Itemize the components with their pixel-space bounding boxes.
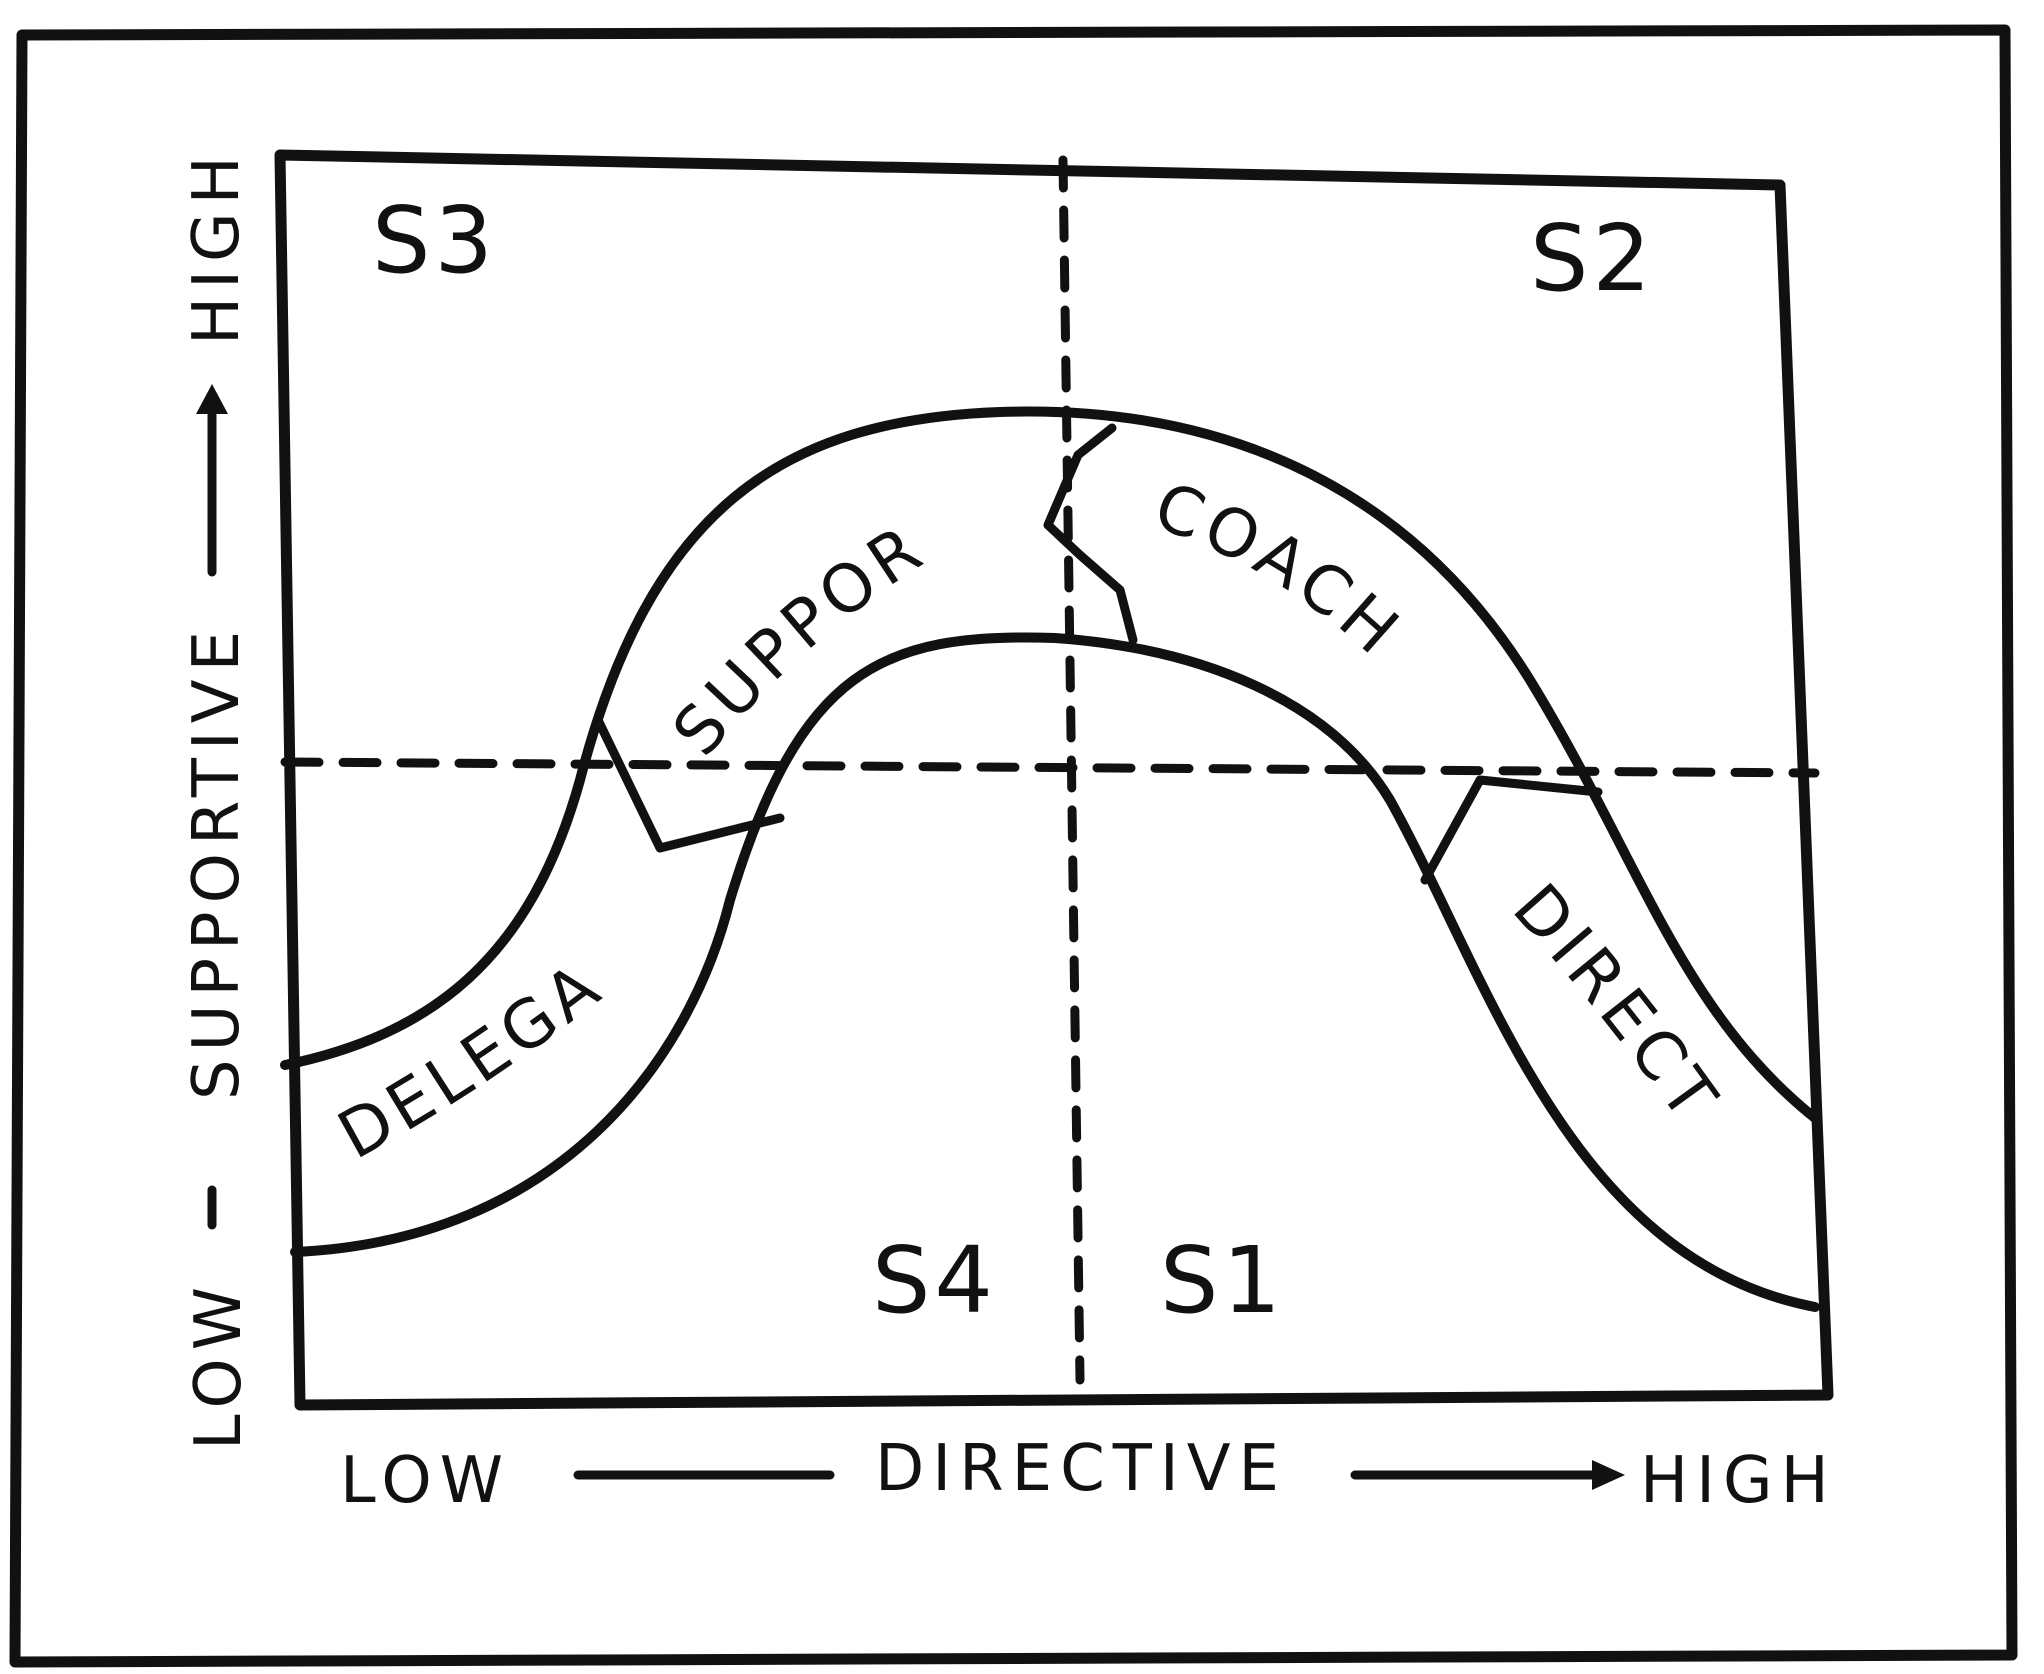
band-outer-edge xyxy=(280,406,1820,1123)
y-axis-high-label: HIGH xyxy=(180,148,254,345)
style-label-delegate: DELEGATE xyxy=(0,0,614,1174)
style-label-support: SUPPORT xyxy=(0,0,935,770)
x-axis-high-label: HIGH xyxy=(1640,1444,1837,1518)
quadrant-label-s3: S3 xyxy=(372,187,497,294)
x-axis-title: DIRECTIVE xyxy=(875,1432,1287,1506)
y-axis-low-label: LOW xyxy=(182,1279,256,1450)
x-axis-low-label: LOW xyxy=(340,1444,511,1518)
quadrant-label-s2: S2 xyxy=(1530,205,1655,312)
divider-coach-direct xyxy=(1420,775,1603,885)
band-inner-edge xyxy=(290,632,1820,1312)
plot-frame xyxy=(274,149,1834,1411)
x-axis-arrow xyxy=(573,1460,1625,1490)
divider-support-coach xyxy=(1043,423,1138,645)
quadrant-label-s1: S1 xyxy=(1160,1227,1285,1334)
quadrant-label-s4: S4 xyxy=(872,1227,997,1334)
y-axis-arrow xyxy=(196,384,228,1230)
y-axis-title: SUPPORTIVE xyxy=(180,623,254,1100)
horizontal-divider xyxy=(280,757,1820,778)
style-label-direct: DIRECT xyxy=(1498,869,1734,1137)
outer-frame xyxy=(9,24,2018,1668)
style-label-coach: COACH xyxy=(1145,467,1418,673)
divider-delegate-support xyxy=(593,715,785,853)
